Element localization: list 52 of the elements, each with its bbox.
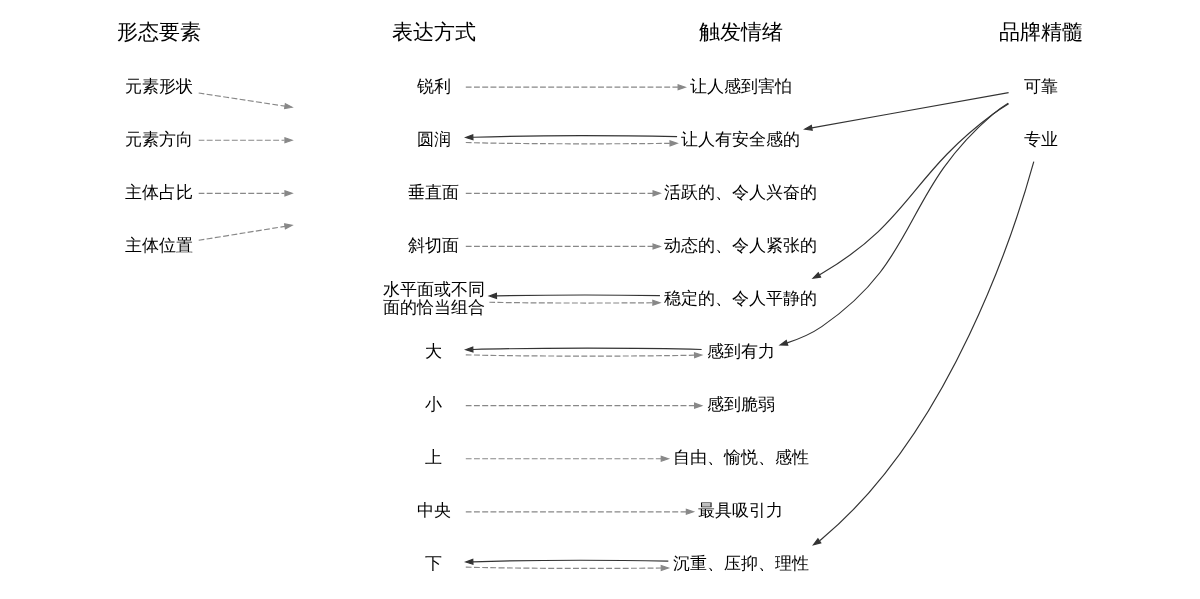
arrow [464, 346, 703, 353]
node-text: 动态的、令人紧张的 [664, 235, 818, 255]
arrow [465, 508, 696, 516]
node-text: 元素形状 [125, 76, 194, 96]
node-text: 可靠 [1023, 76, 1058, 96]
arrow [465, 190, 662, 197]
arrow [464, 133, 678, 141]
node-text: 稳定的、令人平静的 [664, 288, 818, 308]
arrow [812, 161, 1035, 546]
node-text: 大 [425, 341, 443, 361]
arrow [465, 83, 687, 91]
arrow [465, 455, 671, 463]
node-text: 小 [425, 395, 443, 415]
arrow [465, 351, 704, 359]
node-text: 自由、愉悦、感性 [672, 448, 809, 468]
node-text: 垂直面 [408, 182, 460, 202]
node-text: 活跃的、令人兴奋的 [664, 182, 818, 202]
node-text: 感到脆弱 [706, 395, 775, 415]
arrow [803, 92, 1010, 131]
arrow [811, 103, 1010, 279]
node-text: 下 [425, 554, 443, 574]
arrow [198, 136, 294, 144]
node-text: 专业 [1023, 129, 1058, 149]
node-text: 让人有安全感的 [681, 129, 801, 149]
arrow [465, 243, 662, 250]
arrow [465, 402, 704, 409]
node-text: 圆润 [416, 129, 451, 149]
node-text: 最具吸引力 [698, 501, 784, 521]
arrow [198, 92, 294, 110]
arrow [487, 292, 661, 300]
arrow [465, 140, 679, 147]
arrow [488, 299, 662, 307]
node-text: 上 [425, 448, 443, 468]
label: 表达方式 [391, 19, 476, 45]
label: 触发情绪 [698, 19, 783, 45]
node-text: 水平面或不同面的恰当组合 [382, 280, 485, 317]
arrow [198, 190, 294, 197]
node-text: 锐利 [416, 76, 451, 96]
arrow [198, 223, 294, 241]
arrow [778, 102, 1009, 346]
label: 形态要素 [117, 19, 202, 45]
node-text: 中央 [416, 501, 451, 521]
arrow [464, 558, 669, 566]
node-text: 让人感到害怕 [689, 76, 792, 96]
node-text: 主体位置 [125, 235, 194, 255]
node-text: 感到有力 [706, 341, 775, 361]
label: 品牌精髓 [998, 19, 1083, 45]
node-text: 主体占比 [125, 182, 194, 202]
node-text: 斜切面 [408, 235, 460, 255]
node-text: 元素方向 [125, 129, 194, 149]
arrow [465, 564, 671, 572]
node-text: 沉重、压抑、理性 [672, 554, 809, 574]
